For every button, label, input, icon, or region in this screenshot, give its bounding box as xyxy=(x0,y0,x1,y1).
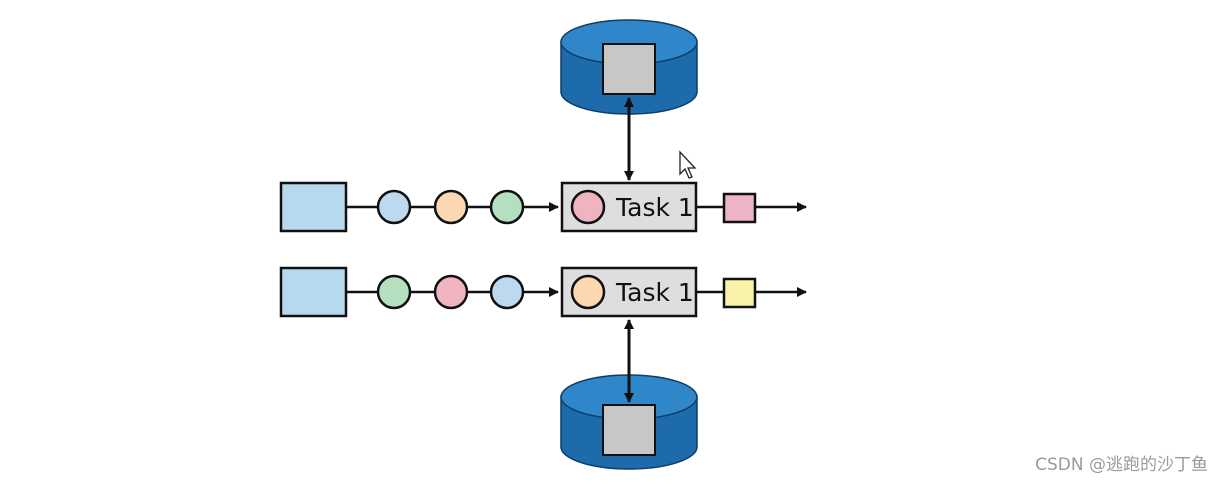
input-event xyxy=(376,189,412,225)
store-state-item xyxy=(602,404,656,456)
source-box xyxy=(279,266,348,318)
mouse-cursor-icon xyxy=(679,150,697,179)
input-event xyxy=(433,274,469,310)
input-event xyxy=(489,274,525,310)
task-current-event xyxy=(570,274,606,310)
store-state-item xyxy=(602,43,656,95)
watermark: CSDN @逃跑的沙丁鱼 xyxy=(1035,455,1208,475)
input-event xyxy=(433,189,469,225)
input-event xyxy=(489,189,525,225)
pipeline-row-2: Task 1 xyxy=(279,266,807,318)
input-event xyxy=(376,274,412,310)
state-store-top xyxy=(560,19,698,115)
task-label: Task 1 xyxy=(615,193,694,222)
pipeline-row-1: Task 1 xyxy=(279,181,807,233)
output-record xyxy=(722,277,757,309)
output-record xyxy=(722,192,757,224)
task-current-event xyxy=(570,189,606,225)
source-box xyxy=(279,181,348,233)
task-label: Task 1 xyxy=(615,278,694,307)
